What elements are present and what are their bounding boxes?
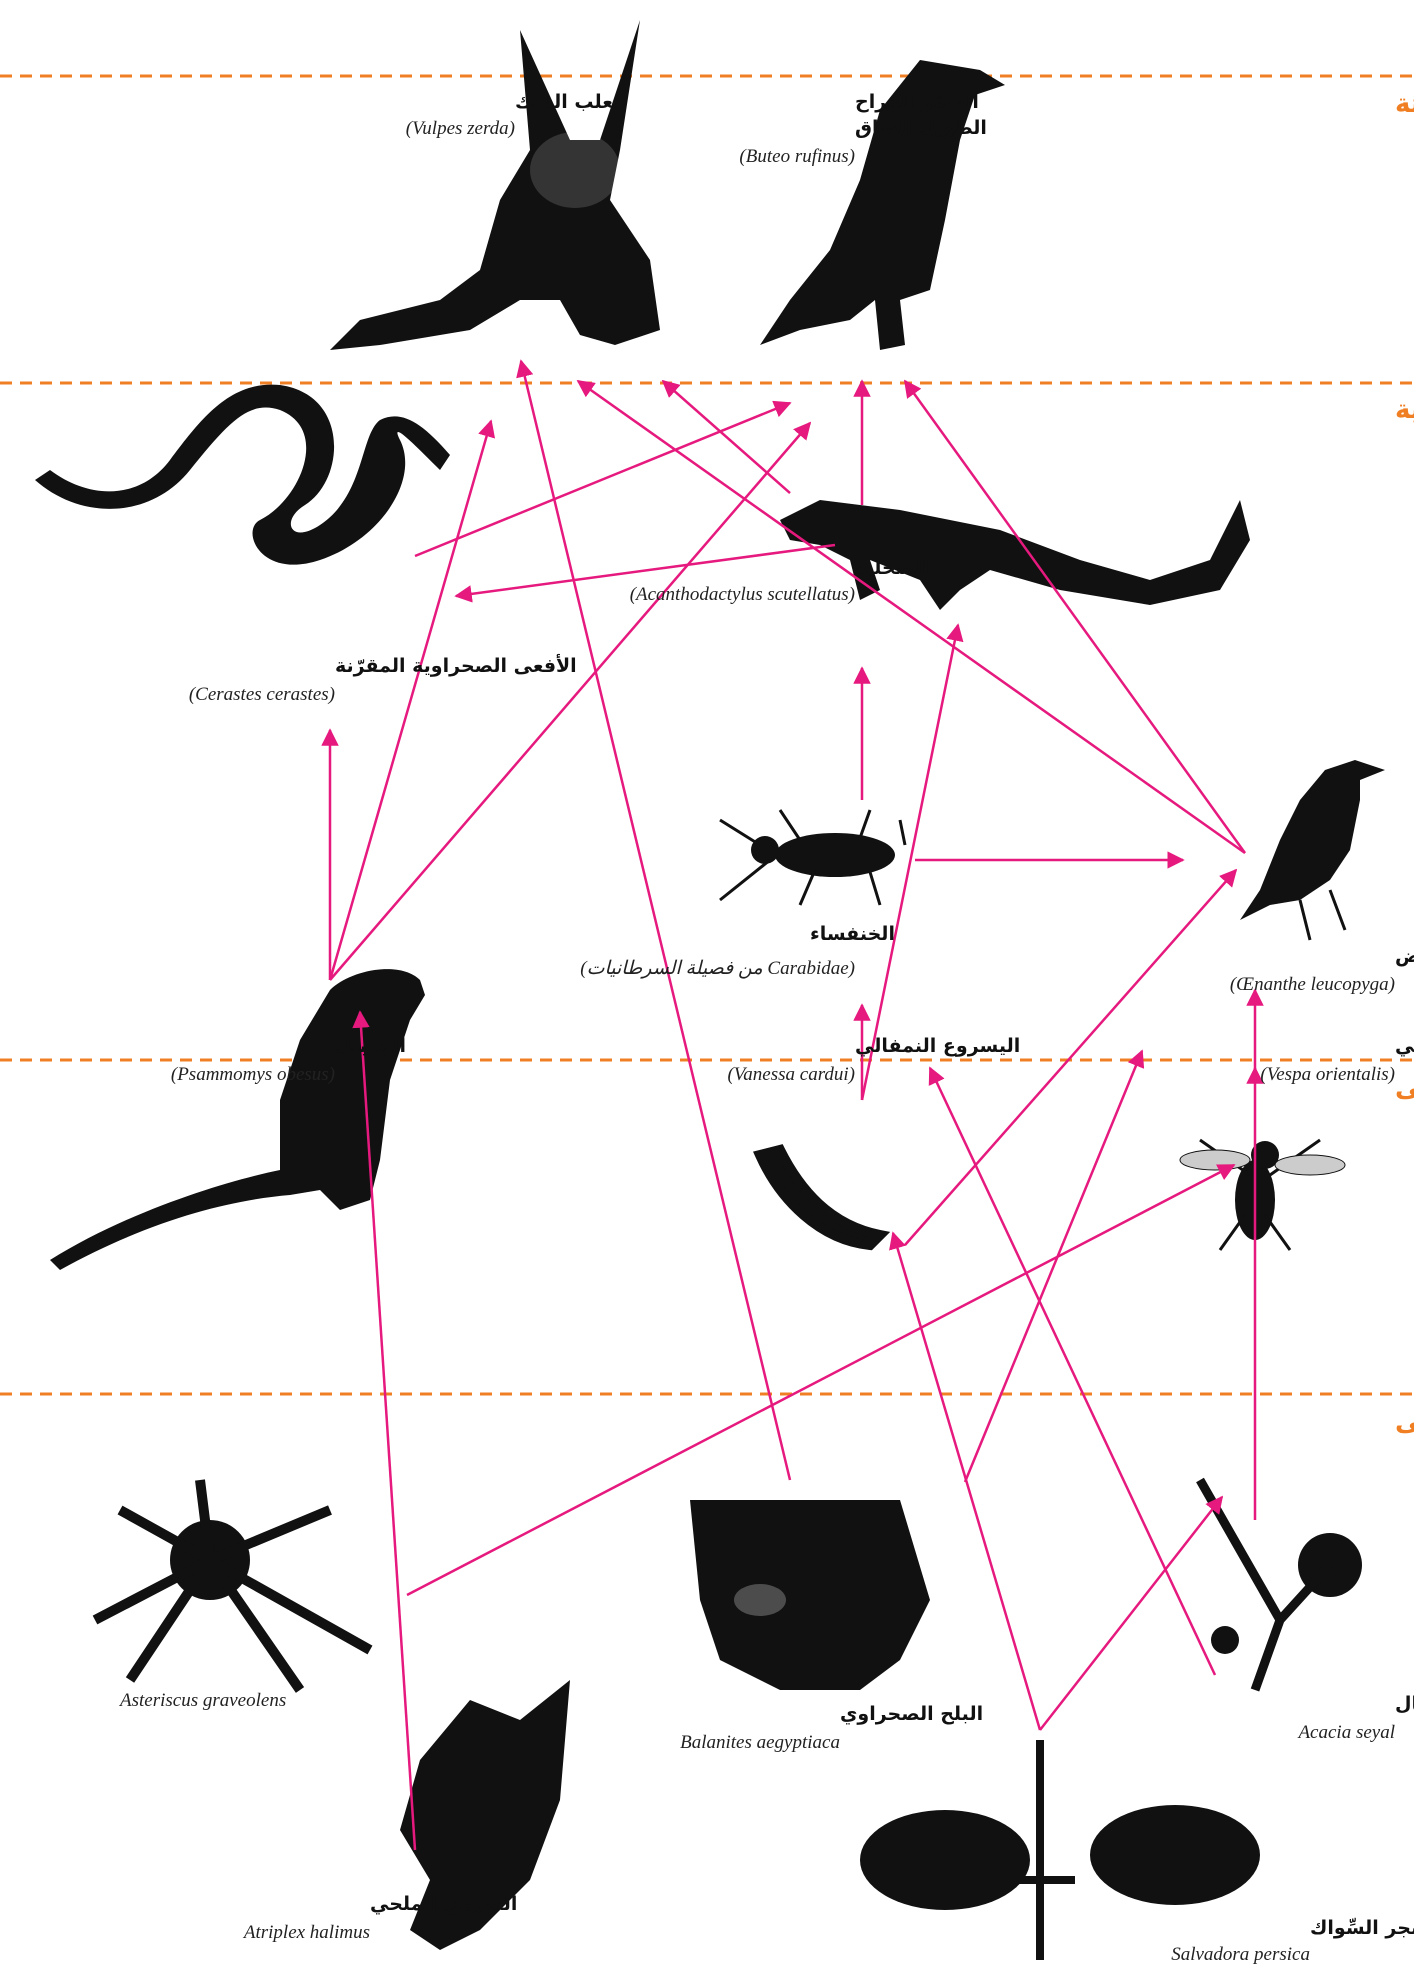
hornet-name: الدبّور الشرقي [1395,1035,1414,1057]
buzzard-name-1: الصقر الجراح [855,91,979,113]
arrow-balanites-to-wheatear [965,1051,1142,1482]
acacia-icon [1200,1480,1362,1690]
arrow-viper-to-buzzard [415,403,790,556]
arrow-atriplex-to-gerbil [360,1012,415,1850]
level-label-producers: منتجو الدرجة الأولى [1395,1405,1414,1437]
buzzard-sci: (Buteo rufinus) [739,146,855,167]
viper-sci: (Cerastes cerastes) [189,684,335,705]
arrow-wheatear-to-buzzard [905,381,1245,853]
level-label-primary-consumers: مستهلكو الدرجة الأولى [1395,1071,1414,1103]
viper-name: الأفعى الصحراوية المقرّنة [335,654,577,677]
lizard-sci: (Acanthodactylus scutellatus) [630,584,855,605]
atriplex-name: السرمق الملحي [370,1893,517,1915]
lizard-name: السحلية [855,557,929,579]
acacia-name: ازهارالأكاسيا السَيال [1395,1692,1414,1715]
beetle-sci: (من فصيلة السرطانيات Carabidae) [580,958,855,979]
hornet-icon [1180,1140,1345,1250]
caterpillar-icon [760,1150,880,1245]
fennec-sci: (Vulpes zerda) [406,118,515,139]
salvadora-sci: Salvadora persica [1171,1944,1310,1965]
salvadora-icon [860,1740,1260,1960]
asteriscus-sci: Asteriscus graveolens [118,1690,286,1711]
caterpillar-sci: (Vanessa cardui) [727,1064,855,1085]
beetle-icon [720,810,905,905]
horned-viper-icon [35,385,450,565]
arrow-wheatear-to-fennec [578,381,1245,853]
beetle-name: الخنفساء [810,923,895,945]
salvadora-name: شجر السِّواك [1310,1917,1414,1939]
gerbil-sci: (Psammomys obesus) [171,1064,335,1085]
arrow-gerbil-to-buzzard [330,423,810,980]
buzzard-name-2: الطويل الساق [855,117,987,139]
arrow-acacia-to-caterpillar [930,1068,1215,1675]
caterpillar-name: اليسروع النمفالي [855,1035,1020,1057]
wheatear-name: الأبلق ذو التاج الأبيض [1395,944,1414,967]
level-label-secondary: مستهلكو الدرجة الثانية [1395,395,1414,425]
arrow-salvadora-to-acacia [1040,1497,1222,1730]
gerbil-name: الجربيل [335,1035,406,1057]
hornet-sci: (Vespa orientalis) [1260,1064,1395,1085]
gerbil-icon [50,969,425,1270]
balanites-icon [690,1500,930,1690]
organism-silhouettes [35,20,1385,1960]
asteriscus-icon [95,1480,370,1690]
atriplex-sci: Atriplex halimus [242,1922,370,1943]
fennec-fox-icon [330,20,660,350]
balanites-sci: Balanites aegyptiaca [680,1732,840,1753]
wheatear-icon [1240,760,1385,940]
fennec-name: ثعلب الفنك [515,91,620,113]
arrow-balanites-to-fennec [521,361,790,1480]
wheatear-sci: (Œnanthe leucopyga) [1230,974,1395,995]
balanites-name: البلح الصحراوي [840,1703,983,1726]
arrow-lizard-to-fennec [663,381,790,493]
level-label-tertiary: مستهلكو الدرجة الثالثة [1395,89,1414,119]
acacia-sci: Acacia seyal [1296,1722,1395,1743]
